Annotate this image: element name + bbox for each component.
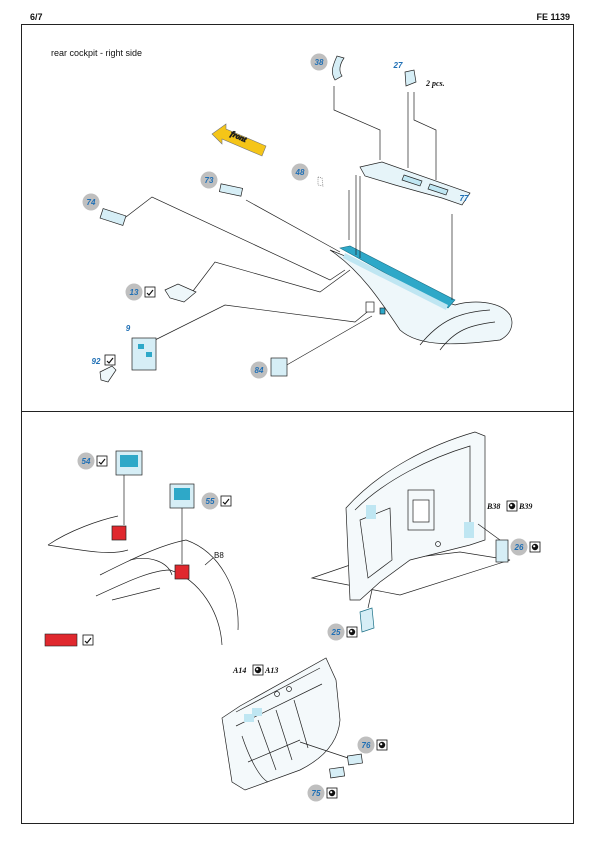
label-b38: B38 <box>486 502 500 511</box>
svg-text:27: 27 <box>393 61 403 70</box>
svg-text:48: 48 <box>295 168 305 177</box>
section-title: rear cockpit - right side <box>51 48 143 58</box>
front-arrow: front <box>211 123 267 157</box>
paint-icon <box>326 787 338 799</box>
label-a13: A13 <box>264 666 278 675</box>
callout-92: 92 <box>92 357 101 366</box>
callout-27: 27 <box>393 61 403 70</box>
part-74-shape <box>99 208 127 226</box>
callout-38: 38 <box>310 53 328 71</box>
svg-text:13: 13 <box>130 288 139 297</box>
callout-54: 54 <box>77 452 95 470</box>
svg-text:84: 84 <box>255 366 264 375</box>
page-number: 6/7 <box>30 12 43 22</box>
callout-25: 25 <box>327 623 345 641</box>
section-divider <box>21 411 574 412</box>
callout-73: 73 <box>200 171 218 189</box>
svg-text:76: 76 <box>362 741 371 750</box>
bend-icon <box>144 286 156 298</box>
part-92-shape <box>99 365 117 383</box>
bottom-center-assembly <box>221 657 363 791</box>
part-13-shape <box>164 283 197 303</box>
callout-75: 75 <box>307 784 325 802</box>
svg-text:75: 75 <box>312 789 321 798</box>
paint-icon <box>252 664 264 676</box>
callout-74: 74 <box>82 193 100 211</box>
callout-26: 26 <box>510 538 528 556</box>
label-b8: B8 <box>214 551 224 560</box>
bend-icon <box>220 495 232 507</box>
part-84-shape <box>270 357 288 377</box>
svg-text:54: 54 <box>82 457 91 466</box>
svg-text:26: 26 <box>514 543 524 552</box>
callout-84: 84 <box>250 361 268 379</box>
svg-text:74: 74 <box>87 198 96 207</box>
paint-icon <box>376 739 388 751</box>
set-code: FE 1139 <box>536 12 570 22</box>
paint-icon <box>506 500 518 512</box>
bend-icon <box>96 455 108 467</box>
svg-text:38: 38 <box>315 58 324 67</box>
part-27-shape <box>404 69 417 87</box>
bend-icon <box>82 634 94 646</box>
callout-55: 55 <box>201 492 219 510</box>
red-color-swatch <box>44 633 78 647</box>
paint-icon <box>529 541 541 553</box>
svg-text:55: 55 <box>206 497 215 506</box>
part-9-shape <box>131 337 157 371</box>
top-assembly: front <box>99 55 513 383</box>
part-38-shape <box>332 55 345 81</box>
label-b39: B39 <box>518 502 532 511</box>
part-73-shape <box>218 183 244 197</box>
bottom-left-assembly <box>47 450 239 646</box>
bottom-right-assembly <box>310 431 511 633</box>
bend-icon <box>104 354 116 366</box>
svg-text:9: 9 <box>126 324 131 333</box>
callout-48: 48 <box>291 163 309 181</box>
label-a14: A14 <box>232 666 246 675</box>
callout-13: 13 <box>125 283 143 301</box>
part-48-shape <box>317 176 324 187</box>
svg-text:73: 73 <box>205 176 214 185</box>
callout-9: 9 <box>126 324 131 333</box>
svg-text:92: 92 <box>92 357 101 366</box>
svg-text:25: 25 <box>331 628 341 637</box>
paint-icon <box>346 626 358 638</box>
page-frame <box>21 24 574 824</box>
two-pieces-note: 2 pcs. <box>425 79 445 88</box>
svg-text:77: 77 <box>460 194 469 203</box>
callout-76: 76 <box>357 736 375 754</box>
callout-77: 77 <box>460 194 469 203</box>
